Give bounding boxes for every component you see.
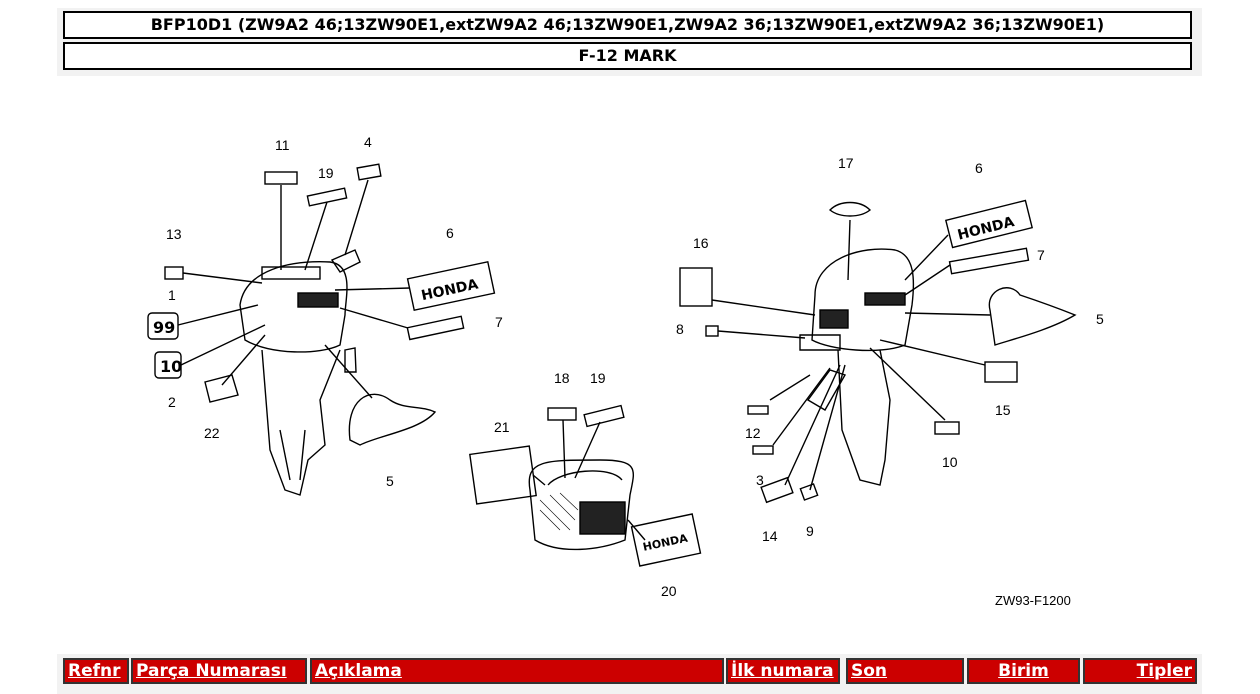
callout-15: 15 <box>995 402 1011 418</box>
figure-code: ZW93-F1200 <box>995 593 1071 608</box>
center-hatch <box>539 492 579 531</box>
header-panel: BFP10D1 (ZW9A2 46;13ZW90E1,extZW9A2 46;1… <box>57 8 1202 76</box>
column-refnr-link[interactable]: Refnr <box>68 661 121 681</box>
decal-3 <box>752 445 774 455</box>
decal-1 <box>147 312 179 340</box>
decal-8 <box>705 325 719 337</box>
column-first-number[interactable]: İlk numara <box>726 658 840 684</box>
center-cover <box>528 459 635 551</box>
center-vent <box>579 501 626 535</box>
column-types[interactable]: Tipler <box>1083 658 1197 684</box>
decal-19-center <box>583 404 625 428</box>
callout-20: 20 <box>661 583 677 599</box>
right-vent-decal <box>864 292 906 306</box>
left-motor-shaft <box>261 349 341 496</box>
decal-5-right <box>988 287 1077 346</box>
column-description[interactable]: Açıklama <box>310 658 724 684</box>
callout-19-left: 19 <box>318 165 334 181</box>
decal-20 <box>630 513 702 567</box>
column-description-link[interactable]: Açıklama <box>315 661 402 681</box>
left-cover-top-decal <box>261 266 321 280</box>
left-motor-cover <box>239 261 348 353</box>
decal-2-glyph: 10 <box>160 357 182 376</box>
right-handle <box>806 369 847 411</box>
callout-10: 10 <box>942 454 958 470</box>
callout-4: 4 <box>364 134 372 150</box>
callout-17: 17 <box>838 155 854 171</box>
callout-18: 18 <box>554 370 570 386</box>
decal-13 <box>164 266 184 280</box>
decal-10 <box>934 421 960 435</box>
callout-21: 21 <box>494 419 510 435</box>
callout-7-right: 7 <box>1037 247 1045 263</box>
decal-16 <box>679 267 713 307</box>
callout-5-right: 5 <box>1096 311 1104 327</box>
callout-6-right: 6 <box>975 160 983 176</box>
column-last-link[interactable]: Son <box>851 661 888 681</box>
left-bracket <box>344 347 357 373</box>
left-tiller <box>330 249 361 273</box>
decal-4 <box>356 163 382 181</box>
model-title: BFP10D1 (ZW9A2 46;13ZW90E1,extZW9A2 46;1… <box>63 11 1192 39</box>
section-title: F-12 MARK <box>63 42 1192 70</box>
left-motor-lower <box>279 429 306 481</box>
callout-6-left: 6 <box>446 225 454 241</box>
callout-9: 9 <box>806 523 814 539</box>
decal-7-right <box>948 247 1030 275</box>
callout-5-left: 5 <box>386 473 394 489</box>
decal-6-left-text: HONDA <box>420 276 480 304</box>
decal-17 <box>828 201 872 217</box>
decal-19-left <box>306 187 348 207</box>
parts-diagram: 99 10 HONDA HONDA <box>147 134 1104 608</box>
callout-16: 16 <box>693 235 709 251</box>
decal-12 <box>747 405 769 415</box>
callout-11: 11 <box>275 137 290 153</box>
decal-6-left <box>406 260 496 312</box>
decal-15 <box>984 361 1018 383</box>
callout-14: 14 <box>762 528 778 544</box>
decal-20-text: HONDA <box>642 532 690 554</box>
parts-table-header: Refnr Parça Numarası Açıklama İlk numara… <box>57 654 1202 694</box>
column-types-link[interactable]: Tipler <box>1136 661 1192 681</box>
decal-5-left <box>348 393 437 446</box>
left-vent-decal <box>297 292 339 308</box>
callout-19-center: 19 <box>590 370 606 386</box>
decal-22 <box>204 374 239 403</box>
decal-9 <box>799 483 819 501</box>
callout-3: 3 <box>756 472 764 488</box>
right-motor-cover <box>811 248 915 352</box>
decal-21 <box>469 445 537 505</box>
column-refnr[interactable]: Refnr <box>63 658 129 684</box>
center-cover-top <box>547 470 623 486</box>
right-tiller <box>799 334 841 351</box>
callout-1: 1 <box>168 287 176 303</box>
decal-7-left <box>406 315 465 341</box>
decal-1-glyph: 99 <box>153 318 175 337</box>
decal-6-right <box>944 199 1034 249</box>
decal-18 <box>547 407 577 421</box>
right-motor-shaft <box>837 349 891 486</box>
column-unit-link[interactable]: Birim <box>998 661 1049 681</box>
callout-2: 2 <box>168 394 176 410</box>
column-part-number[interactable]: Parça Numarası <box>131 658 307 684</box>
decal-11 <box>264 171 298 185</box>
callout-8: 8 <box>676 321 684 337</box>
callout-12: 12 <box>745 425 761 441</box>
right-side-panel <box>819 309 849 329</box>
callout-22: 22 <box>204 425 220 441</box>
column-unit[interactable]: Birim <box>967 658 1080 684</box>
callout-13: 13 <box>166 226 182 242</box>
column-last[interactable]: Son <box>846 658 964 684</box>
decal-14 <box>760 476 794 504</box>
callout-7-left: 7 <box>495 314 503 330</box>
column-first-number-link[interactable]: İlk numara <box>731 661 834 681</box>
column-part-number-link[interactable]: Parça Numarası <box>136 661 287 681</box>
